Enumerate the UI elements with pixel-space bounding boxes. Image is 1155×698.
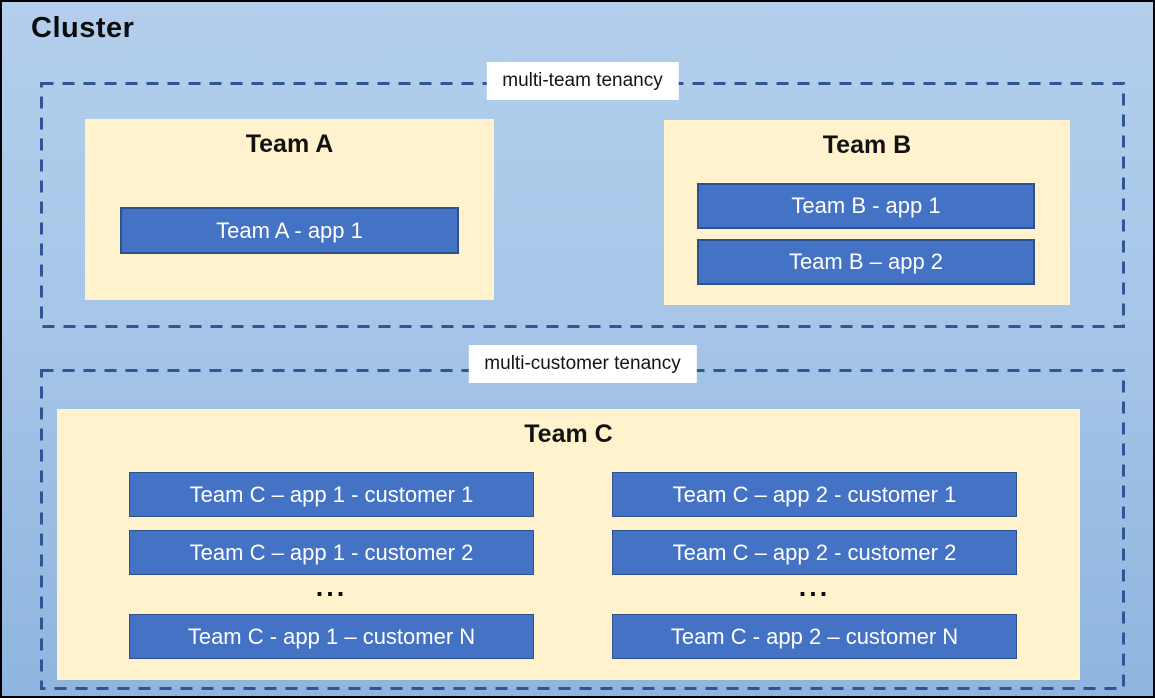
ellipsis: ...: [798, 572, 831, 602]
team-c-app1-customer1-box: Team C – app 1 - customer 1: [129, 472, 534, 517]
team-b-title: Team B: [822, 131, 912, 159]
team-c-app-2-column: Team C – app 2 - customer 1 Team C – app…: [612, 472, 1017, 662]
multi-customer-tenancy-label: multi-customer tenancy: [468, 345, 697, 383]
team-c-app2-customer1-box: Team C – app 2 - customer 1: [612, 472, 1017, 517]
multi-team-tenancy-group: multi-team tenancy Team A Team A - app 1…: [40, 62, 1125, 328]
multi-customer-tenancy-group: multi-customer tenancy Team C Team C – a…: [40, 345, 1125, 690]
multi-team-tenancy-label: multi-team tenancy: [486, 62, 679, 100]
team-b-app-1-box: Team B - app 1: [697, 183, 1035, 229]
team-c-app1-customerN-box: Team C - app 1 – customer N: [129, 614, 534, 659]
team-a-app-1-box: Team A - app 1: [120, 207, 459, 254]
cluster-title: Cluster: [31, 12, 135, 44]
dashed-border: [40, 82, 1125, 328]
team-b-panel: Team B Team B - app 1 Team B – app 2: [664, 120, 1070, 305]
team-c-app2-customer2-box: Team C – app 2 - customer 2: [612, 530, 1017, 575]
dashed-border: [40, 369, 1125, 690]
team-c-app1-customer2-box: Team C – app 1 - customer 2: [129, 530, 534, 575]
team-b-app-2-box: Team B – app 2: [697, 239, 1035, 285]
team-c-title: Team C: [524, 420, 613, 448]
team-a-panel: Team A Team A - app 1: [85, 119, 494, 300]
team-c-panel: Team C Team C – app 1 - customer 1 Team …: [57, 409, 1080, 680]
team-c-app2-customerN-box: Team C - app 2 – customer N: [612, 614, 1017, 659]
team-c-app-1-column: Team C – app 1 - customer 1 Team C – app…: [129, 472, 534, 662]
team-a-title: Team A: [245, 130, 334, 158]
ellipsis: ...: [315, 572, 348, 602]
